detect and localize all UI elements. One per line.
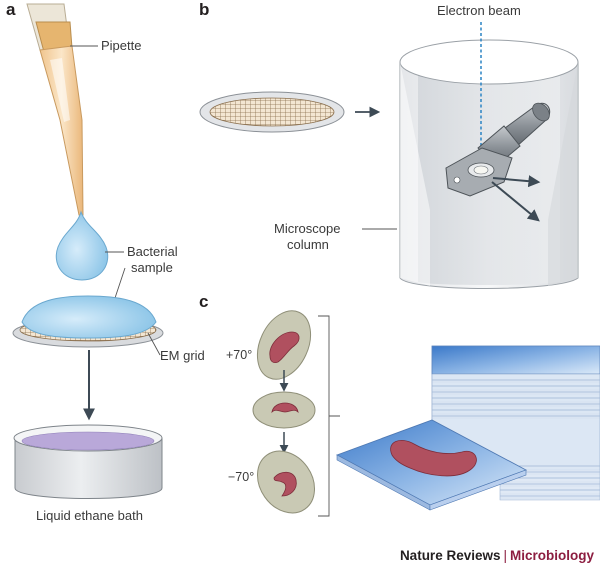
- microscope-label-2: column: [287, 237, 329, 252]
- microscope-label-1: Microscope: [274, 221, 340, 236]
- bacterial-sample-droplet: [55, 210, 109, 281]
- tilt-arrow-1: [492, 175, 541, 188]
- tilt-minus-label: −70°: [228, 470, 254, 484]
- bacterial-sample-label-2: sample: [131, 260, 173, 275]
- tilt-arrow-2: [491, 181, 540, 222]
- panel-a-letter: a: [6, 0, 16, 19]
- panel-b-letter: b: [199, 0, 209, 19]
- tilt-plus-label: +70°: [226, 348, 252, 362]
- panel-c-letter: c: [199, 292, 208, 311]
- ethane-bath-label: Liquid ethane bath: [36, 508, 143, 523]
- em-grid-transfer: [199, 91, 345, 133]
- bacterial-sample-label-1: Bacterial: [127, 244, 178, 259]
- tomogram-slice-stack: [431, 345, 600, 501]
- journal-credit: Nature Reviews|Microbiology: [400, 548, 594, 563]
- em-grid-label: EM grid: [160, 348, 205, 363]
- cell-view-minus70: [257, 450, 315, 514]
- journal-name: Nature Reviews: [399, 548, 501, 563]
- pipette: [26, 3, 84, 216]
- tilt-series-bracket: [318, 315, 340, 517]
- em-grid-leader: [147, 332, 161, 356]
- cell-view-0: [252, 391, 316, 429]
- em-grid: [12, 295, 164, 348]
- journal-subject: Microbiology: [510, 548, 594, 563]
- electron-beam-label: Electron beam: [437, 3, 521, 18]
- pipette-label: Pipette: [101, 38, 141, 53]
- tomogram-bacterium: [390, 440, 477, 477]
- cell-view-plus70: [256, 310, 312, 380]
- journal-separator: |: [503, 548, 507, 563]
- liquid-ethane-bath: [13, 424, 163, 499]
